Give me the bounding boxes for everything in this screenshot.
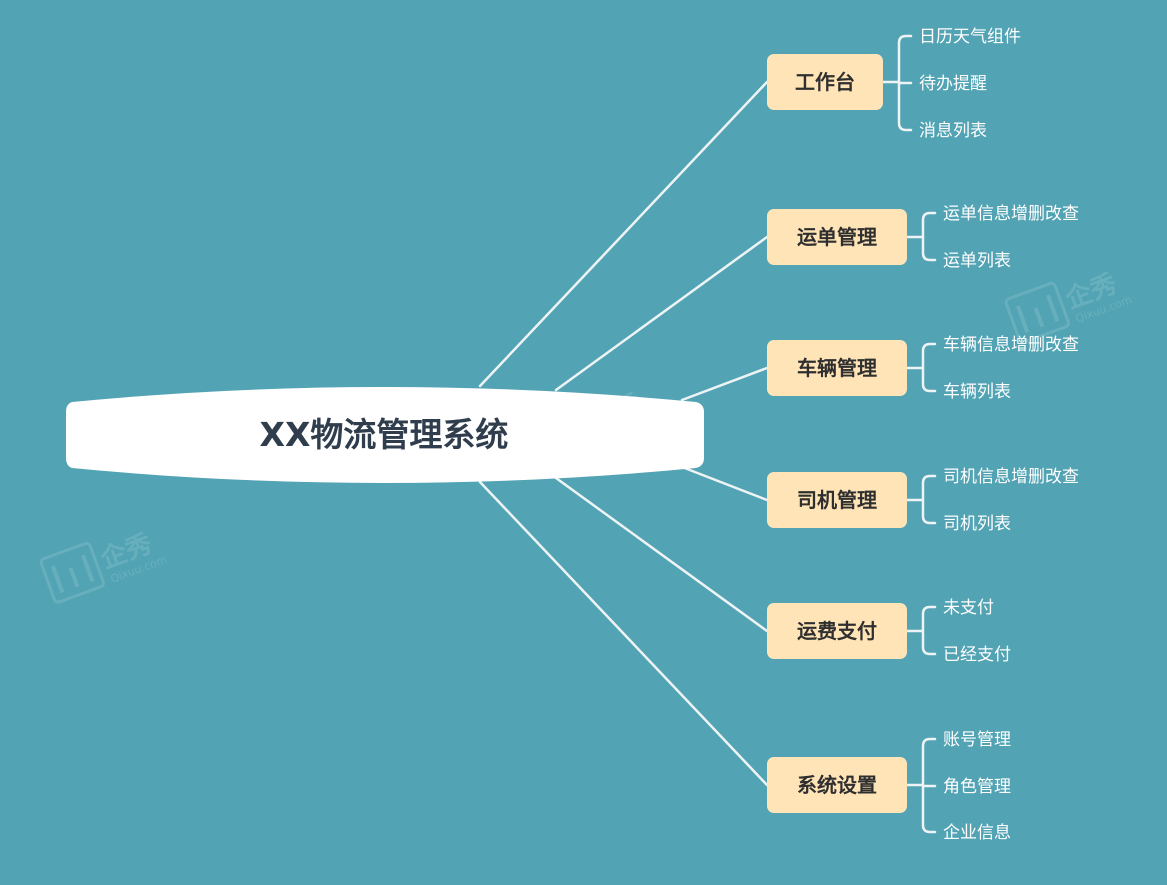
leaf-node-label[interactable]: 未支付 — [943, 598, 994, 618]
leaf-node-label[interactable]: 企业信息 — [943, 823, 1011, 843]
branch-node-shape — [767, 54, 883, 110]
branch-node-shape — [767, 340, 907, 396]
leaf-bracket-connector — [905, 474, 937, 525]
watermark-logo: 企秀 Qixuu.com — [39, 528, 169, 604]
branch-node-shape — [767, 757, 907, 813]
branch-node[interactable]: 系统设置 — [767, 757, 907, 813]
root-node-shape — [66, 387, 704, 483]
branch-node[interactable]: 运单管理 — [767, 209, 907, 265]
leaf-node-label[interactable]: 待办提醒 — [919, 74, 987, 94]
root-node[interactable]: XX物流管理系统 — [66, 387, 704, 483]
leaf-bracket-connector — [905, 211, 937, 262]
leaf-node-label[interactable]: 角色管理 — [943, 777, 1011, 797]
branch-node-shape — [767, 603, 907, 659]
leaf-node-label[interactable]: 车辆信息增删改查 — [943, 335, 1079, 355]
root-branch-connector — [680, 465, 769, 502]
leaf-node-label[interactable]: 运单信息增删改查 — [943, 204, 1079, 224]
branch-node[interactable]: 工作台 — [767, 54, 883, 110]
root-branch-connector — [478, 80, 769, 388]
watermark-logo: 企秀 Qixuu.com — [1004, 268, 1134, 344]
leaf-bracket-connector — [905, 605, 937, 656]
leaf-node-label[interactable]: 日历天气组件 — [919, 27, 1021, 47]
root-branch-connector — [478, 480, 769, 787]
leaf-bracket-connector — [881, 34, 913, 132]
leaf-node-label[interactable]: 消息列表 — [919, 121, 987, 141]
branch-node-label: 工作台 — [795, 70, 855, 94]
leaf-node-label[interactable]: 司机列表 — [943, 514, 1011, 534]
root-node-label: XX物流管理系统 — [260, 415, 509, 454]
leaf-node-label[interactable]: 运单列表 — [943, 251, 1011, 271]
branch-node[interactable]: 司机管理 — [767, 472, 907, 528]
leaf-node-label[interactable]: 车辆列表 — [943, 382, 1011, 402]
root-branch-connector — [554, 476, 769, 633]
leaf-bracket-connector — [905, 342, 937, 393]
connector-layer — [478, 34, 937, 834]
branch-node-shape — [767, 472, 907, 528]
leaf-bracket-connector — [905, 737, 937, 834]
branch-node[interactable]: 车辆管理 — [767, 340, 907, 396]
branch-node-shape — [767, 209, 907, 265]
branch-node-label: 系统设置 — [797, 773, 877, 797]
branch-node-label: 运单管理 — [797, 225, 877, 249]
root-branch-connector — [554, 235, 769, 392]
branch-node[interactable]: 运费支付 — [767, 603, 907, 659]
branch-node-label: 司机管理 — [797, 488, 877, 512]
leaf-node-label[interactable]: 账号管理 — [943, 730, 1011, 750]
leaf-node-label[interactable]: 司机信息增删改查 — [943, 467, 1079, 487]
branch-node-label: 车辆管理 — [797, 356, 877, 380]
branch-node-label: 运费支付 — [797, 619, 877, 643]
root-branch-connector — [680, 366, 769, 402]
leaf-node-label[interactable]: 已经支付 — [943, 645, 1011, 665]
